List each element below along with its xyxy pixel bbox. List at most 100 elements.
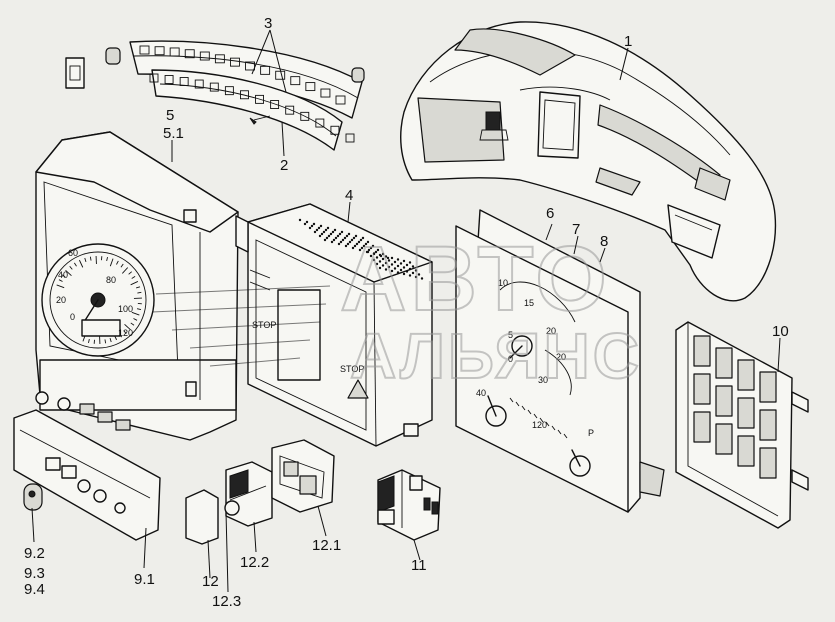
vent-dot xyxy=(337,242,341,246)
speedo-label-40: 40 xyxy=(58,270,68,280)
vent-dot xyxy=(338,232,342,236)
strip-cell xyxy=(305,82,316,92)
speedo-tick xyxy=(65,269,72,277)
vent-dot xyxy=(369,254,373,258)
vent-dot xyxy=(343,236,347,240)
vent-dot xyxy=(346,242,350,246)
speedo-tick xyxy=(109,258,114,267)
speedo-tick xyxy=(124,323,131,331)
gauge-label-20: 20 xyxy=(546,326,556,336)
vent-dot xyxy=(325,236,329,240)
speedo-label-120: 120 xyxy=(118,328,133,338)
vent-dot xyxy=(313,230,317,234)
strip-cell xyxy=(320,88,331,98)
speedo-tick xyxy=(116,260,119,265)
gauge-label-0: 0 xyxy=(508,354,513,364)
part-4-warning-light-unit: STOP STOP xyxy=(235,203,433,447)
gauge-tick xyxy=(533,413,538,419)
callout-12-2: 12.2 xyxy=(240,554,269,571)
vent-dot xyxy=(327,234,331,238)
gauge-label-10: 10 xyxy=(498,278,508,288)
speedo-tick xyxy=(133,318,138,321)
vent-dot xyxy=(318,234,322,238)
vent-dot xyxy=(332,238,336,242)
grille-cell xyxy=(715,347,733,379)
watermark-line-2: АЛЬЯНС xyxy=(350,320,642,392)
vent-dot xyxy=(366,250,370,254)
watermark: АВТО АЛЬЯНС xyxy=(151,227,642,393)
stop-label-2: STOP xyxy=(340,364,364,374)
gauge-label-40: 40 xyxy=(476,388,486,398)
vent-dot xyxy=(317,226,321,230)
vent-dot xyxy=(386,256,390,260)
grille-cell xyxy=(693,373,711,405)
vent-dot xyxy=(378,253,382,257)
vent-dot xyxy=(411,271,415,275)
vent-dot xyxy=(353,244,357,248)
callout-5-1: 5.1 xyxy=(163,125,184,142)
gauge-tick xyxy=(545,421,550,427)
vent-dot xyxy=(375,262,379,266)
vent-dot xyxy=(322,230,326,234)
gauge-tick xyxy=(551,425,556,431)
part-1-dashboard-shroud xyxy=(400,21,777,302)
speedo-label-100: 100 xyxy=(118,304,133,314)
strip-cell xyxy=(184,49,195,59)
vent-dot xyxy=(351,246,355,250)
vent-dot xyxy=(350,238,354,242)
vent-dot xyxy=(340,230,344,234)
vent-dot xyxy=(366,240,370,244)
strip-cell xyxy=(194,79,204,89)
vent-dot xyxy=(305,220,309,224)
strip-cell xyxy=(199,51,210,61)
vent-dot xyxy=(312,222,316,226)
strip-cell xyxy=(255,94,264,104)
vent-dot xyxy=(333,228,337,232)
vent-dot xyxy=(323,238,327,242)
vent-dot xyxy=(372,252,376,255)
speedo-tick xyxy=(121,267,129,274)
vent-dot xyxy=(381,252,385,256)
part-2-3-indicator-strip xyxy=(65,40,365,151)
callout-4: 4 xyxy=(345,187,353,204)
part-9-1-switch-panel xyxy=(13,409,161,541)
part-11-rocker-switch xyxy=(377,469,441,541)
strip-cell xyxy=(245,61,255,71)
vent-dot xyxy=(399,262,403,265)
vent-dot xyxy=(396,264,400,268)
callout-12: 12 xyxy=(202,573,219,590)
callout-9-1: 9.1 xyxy=(134,571,155,588)
vent-dot xyxy=(303,222,307,226)
vent-dot xyxy=(320,232,324,236)
vent-dot xyxy=(372,258,376,262)
vent-dot xyxy=(359,238,363,242)
callout-8: 8 xyxy=(600,233,608,250)
speedo-label-0: 0 xyxy=(70,312,75,322)
gauge-tick xyxy=(557,429,562,435)
callout-10: 10 xyxy=(772,323,789,340)
strip-cell xyxy=(285,105,295,115)
grille-cell xyxy=(737,435,755,467)
strip-cell xyxy=(345,133,355,143)
vent-dot xyxy=(376,248,380,252)
callout-5: 5 xyxy=(166,107,174,124)
speedo-tick xyxy=(88,338,90,344)
strip-cell xyxy=(290,76,301,86)
vent-dot xyxy=(369,246,373,250)
callout-11: 11 xyxy=(411,557,427,574)
speedo-tick xyxy=(69,266,73,270)
gauge-tick xyxy=(539,417,544,423)
vent-dot xyxy=(347,232,351,236)
callout-1: 1 xyxy=(624,33,632,50)
vent-dot xyxy=(408,267,412,271)
strip-cell xyxy=(270,100,280,109)
strip-cell xyxy=(300,111,310,121)
speedo-tick xyxy=(130,280,139,286)
vent-dot xyxy=(402,272,406,276)
speedo-tick xyxy=(136,286,141,289)
gauge-label-30: 30 xyxy=(538,375,548,385)
speedo-tick xyxy=(123,330,127,334)
vent-dot xyxy=(324,228,328,232)
speedo-tick xyxy=(58,279,63,282)
